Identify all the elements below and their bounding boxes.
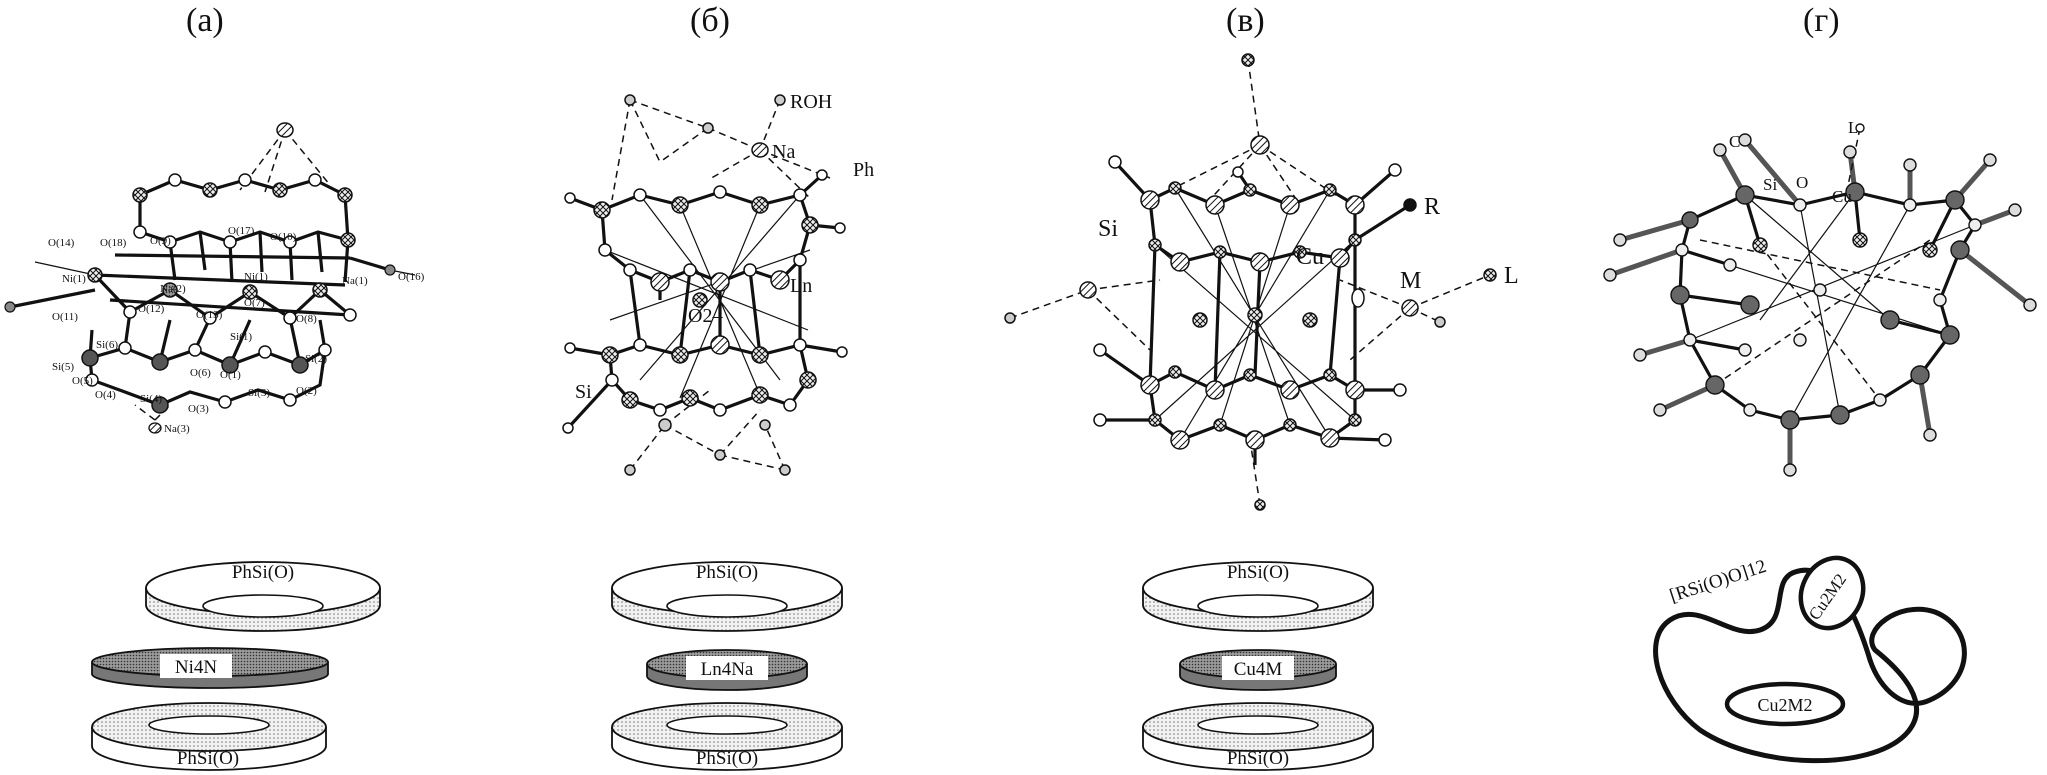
panel-a-label: (а) (186, 2, 224, 39)
atom-label: O(11) (52, 311, 78, 323)
atom-label: Si(2) (305, 353, 327, 365)
atom-label: O(13) (196, 309, 223, 321)
atom-label: Ph (853, 159, 874, 181)
panel-a-structure: O(14) O(18) O(9) O(17) O(10) Ni(1) Na(2)… (4, 122, 425, 435)
atom-label: O (1796, 173, 1808, 192)
atom-label: Si (575, 381, 592, 403)
panel-b-scheme: PhSi(O) Ln4Na PhSi(O) (611, 561, 843, 771)
atom-label: Cu (1832, 187, 1852, 206)
atom-label: Na(1) (342, 275, 368, 287)
atom-label: R (1424, 194, 1440, 220)
atom-label: O(1) (220, 369, 241, 381)
disk-label: PhSi(O) (696, 748, 758, 769)
atom-label: L (1504, 263, 1519, 289)
atom-label: O(2) (296, 385, 317, 397)
disk-label: PhSi(O) (1227, 562, 1289, 583)
atom-label: O(14) (48, 237, 75, 249)
disk-label: PhSi(O) (232, 562, 294, 583)
inner-loop-bottom (1724, 681, 1846, 727)
atom-label: O(9) (150, 235, 171, 247)
atom-label: O(3) (188, 403, 209, 415)
atom-label: Si(3) (248, 387, 270, 399)
panel-c-label: (в) (1226, 2, 1265, 39)
atom-label: C (1729, 132, 1740, 151)
atom-label: L (1848, 118, 1858, 137)
inner-loop-label: Cu2M2 (1757, 695, 1812, 715)
panel-d-scheme: [RSi(O)O]12 Cu2M2 Cu2M2 (1653, 555, 1967, 764)
atom-label: Si(4) (140, 393, 162, 405)
atom-label: O(6) (190, 367, 211, 379)
atom-label: O(17) (228, 225, 255, 237)
atom-label: Si(5) (52, 361, 74, 373)
atom-label: O2– (688, 305, 723, 327)
atom-label: Si(1) (230, 331, 252, 343)
atom-label: Na (772, 141, 795, 163)
atom-label: Na(2) (160, 283, 186, 295)
disk-label: PhSi(O) (1227, 748, 1289, 769)
atom-label: Ni(1) (244, 271, 268, 283)
panel-c-structure: R Si Cu M L (1004, 53, 1519, 511)
atom-label: M (1400, 268, 1421, 294)
atom-label: O(5) (72, 375, 93, 387)
panel-d-structure: C L Si O Cu (1603, 118, 2037, 477)
atom-label: O(18) (100, 237, 127, 249)
disk-label: Ni4N (175, 657, 218, 678)
atom-label: O(12) (138, 303, 165, 315)
atom-label: O(10) (270, 231, 297, 243)
atom-label: Ni(1) (62, 273, 86, 285)
atom-label: Si (1763, 175, 1777, 194)
atom-label: Si (1098, 216, 1118, 242)
atom-label: O(8) (296, 313, 317, 325)
inner-loop-top (1798, 555, 1866, 631)
outer-loop-label: [RSi(O)O]12 (1667, 556, 1769, 607)
panel-b-structure: ROH Na Ph Ln O2– Si (562, 91, 874, 476)
panel-c-scheme: PhSi(O) Cu4M PhSi(O) (1142, 561, 1374, 771)
disk-label: Ln4Na (701, 659, 754, 680)
atom-label: O(7) (244, 297, 265, 309)
atom-label: Ln (790, 275, 812, 297)
atom-label: Si(6) (96, 339, 118, 351)
atom-label: O(16) (398, 271, 425, 283)
outer-loop (1653, 567, 1967, 764)
atom-label: O(4) (95, 389, 116, 401)
atom-label: Na(3) (164, 423, 190, 435)
atom-label: ROH (790, 91, 832, 113)
panel-b-label: (б) (690, 2, 730, 39)
panel-a-scheme: PhSi(O) Ni4N PhSi(O) (91, 561, 381, 771)
disk-label: Cu4M (1234, 659, 1283, 680)
panel-d-label: (г) (1803, 2, 1840, 39)
disk-label: PhSi(O) (177, 748, 239, 769)
atom-label: Cu (1296, 244, 1324, 270)
disk-label: PhSi(O) (696, 562, 758, 583)
